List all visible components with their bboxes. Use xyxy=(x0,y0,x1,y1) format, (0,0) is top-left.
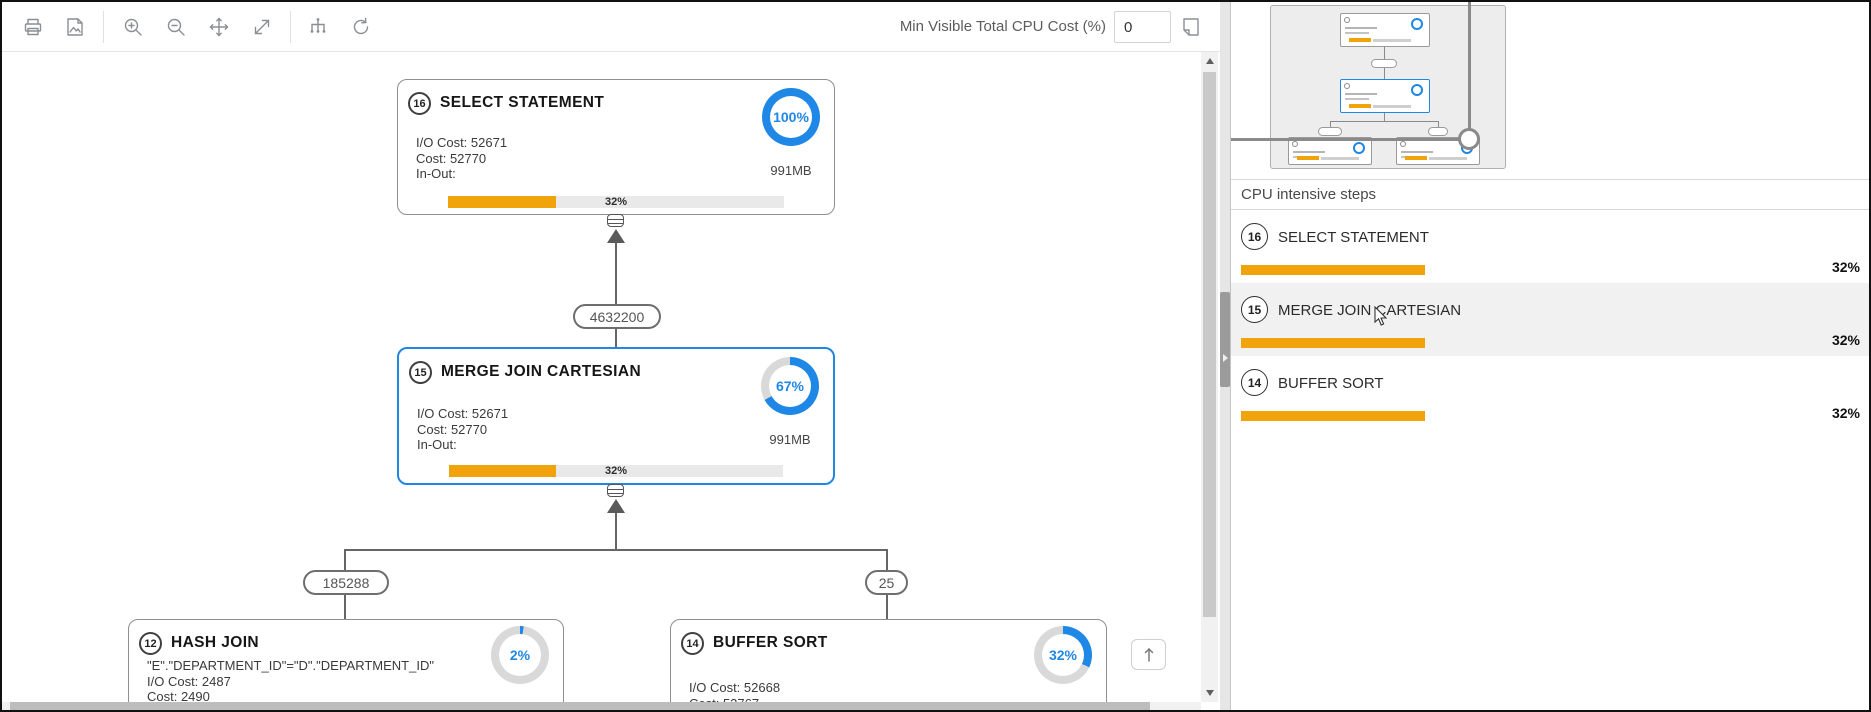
node-number-badge: 14 xyxy=(681,632,704,655)
step-cpu-percent: 32% xyxy=(1831,259,1860,275)
edge-cardinality-label: 25 xyxy=(865,570,908,595)
node-memory: 550B xyxy=(1034,701,1092,702)
step-label: BUFFER SORT xyxy=(1278,375,1384,392)
printer-icon[interactable] xyxy=(22,16,44,38)
minimap-viewport-edge xyxy=(1231,138,1471,141)
cpu-step-item[interactable]: 15 MERGE JOIN CARTESIAN 32% xyxy=(1231,283,1869,356)
inout-bar-label: 32% xyxy=(604,196,628,208)
step-number-badge: 15 xyxy=(1241,296,1268,323)
minimap-node xyxy=(1340,13,1430,47)
step-cpu-percent: 32% xyxy=(1831,332,1860,348)
cpu-ring-value: 100% xyxy=(770,96,812,138)
node-memory: 26MB xyxy=(491,701,549,702)
step-label: MERGE JOIN CARTESIAN xyxy=(1278,302,1462,319)
cpu-ring-value: 2% xyxy=(499,634,541,676)
node-number-badge: 15 xyxy=(409,361,432,384)
edge-line xyxy=(886,595,888,619)
scrollbar-thumb[interactable] xyxy=(10,702,1150,710)
panel-splitter[interactable] xyxy=(1220,2,1230,710)
edge-branch-line xyxy=(345,549,887,551)
minimap-viewport-edge xyxy=(1468,2,1471,140)
step-label: SELECT STATEMENT xyxy=(1278,229,1429,246)
edge-line xyxy=(615,329,617,347)
right-panel: CPU intensive steps 16 SELECT STATEMENT … xyxy=(1230,2,1869,710)
plan-node-select-statement[interactable]: 16 SELECT STATEMENT 100% 991MB I/O Cost:… xyxy=(397,79,835,215)
expand-icon[interactable] xyxy=(251,16,273,38)
step-cpu-bar xyxy=(1241,265,1425,275)
cpu-step-item[interactable]: 16 SELECT STATEMENT 32% xyxy=(1231,210,1869,283)
cpu-step-item[interactable]: 14 BUFFER SORT 32% xyxy=(1231,356,1869,429)
collapse-children-glyph[interactable] xyxy=(607,484,624,497)
node-memory: 991MB xyxy=(769,432,811,447)
edge-line xyxy=(615,513,617,550)
up-arrow-icon xyxy=(1144,647,1153,662)
cpu-ring-value: 32% xyxy=(1042,634,1084,676)
node-title: MERGE JOIN CARTESIAN xyxy=(441,363,642,380)
step-number-badge: 14 xyxy=(1241,369,1268,396)
cpu-ring: 67% xyxy=(761,357,819,415)
edge-cardinality-label: 185288 xyxy=(303,570,389,595)
scroll-to-top-button[interactable] xyxy=(1131,639,1166,670)
cpu-ring: 100% xyxy=(762,88,820,146)
cpu-steps-header: CPU intensive steps xyxy=(1231,179,1869,210)
edge-line xyxy=(344,549,346,570)
edge-line xyxy=(344,595,346,619)
canvas-horizontal-scrollbar[interactable] xyxy=(2,702,1201,710)
canvas-vertical-scrollbar[interactable] xyxy=(1201,52,1218,702)
cpu-ring: 2% xyxy=(491,626,549,684)
inout-bar: 32% xyxy=(448,196,784,208)
toolbar-separator xyxy=(103,11,104,43)
node-details: I/O Cost: 52668 Cost: 52767 xyxy=(689,680,781,702)
export-image-icon[interactable] xyxy=(64,16,86,38)
node-number-badge: 16 xyxy=(408,92,431,115)
minimap-node xyxy=(1288,137,1372,165)
node-title: BUFFER SORT xyxy=(713,634,828,651)
step-cpu-bar xyxy=(1241,338,1425,348)
hierarchy-icon[interactable] xyxy=(307,16,329,38)
scrollbar-thumb[interactable] xyxy=(1203,72,1216,617)
step-cpu-percent: 32% xyxy=(1831,405,1860,421)
edge-arrowhead xyxy=(607,229,625,243)
plan-diagram-canvas[interactable]: 16 SELECT STATEMENT 100% 991MB I/O Cost:… xyxy=(2,52,1201,702)
node-title: HASH JOIN xyxy=(171,634,260,651)
minimap-viewport-handle[interactable] xyxy=(1458,128,1480,150)
min-cpu-input[interactable] xyxy=(1114,11,1171,43)
plan-node-hash-join[interactable]: 12 HASH JOIN 2% 26MB "E"."DEPARTMENT_ID"… xyxy=(128,619,564,702)
inout-bar-fill xyxy=(448,196,556,208)
plan-node-buffer-sort[interactable]: 14 BUFFER SORT 32% 550B I/O Cost: 52668 … xyxy=(670,619,1107,702)
inout-bar-label: 32% xyxy=(604,465,628,477)
collapse-children-glyph[interactable] xyxy=(607,214,624,227)
note-icon[interactable] xyxy=(1180,16,1202,38)
mouse-cursor xyxy=(1374,305,1390,328)
edge-arrowhead xyxy=(607,499,625,513)
node-details: "E"."DEPARTMENT_ID"="D"."DEPARTMENT_ID" … xyxy=(147,658,434,702)
plan-node-merge-join-cartesian[interactable]: 15 MERGE JOIN CARTESIAN 67% 991MB I/O Co… xyxy=(397,347,835,485)
edge-line xyxy=(886,549,888,570)
edge-line xyxy=(615,243,617,304)
cpu-ring-value: 67% xyxy=(769,365,811,407)
node-number-badge: 12 xyxy=(139,632,162,655)
zoom-out-icon[interactable] xyxy=(165,16,187,38)
min-cpu-label: Min Visible Total CPU Cost (%) xyxy=(899,18,1106,35)
minimap[interactable] xyxy=(1231,2,1869,177)
edge-cardinality-label: 4632200 xyxy=(573,304,661,329)
minimap-node-selected xyxy=(1340,79,1430,113)
node-details: I/O Cost: 52671 Cost: 52770 In-Out: xyxy=(416,135,508,181)
node-memory: 991MB xyxy=(770,163,812,178)
scrollbar-down-arrow[interactable] xyxy=(1206,690,1214,696)
pan-icon[interactable] xyxy=(208,16,230,38)
refresh-icon[interactable] xyxy=(350,16,372,38)
inout-bar-fill xyxy=(449,465,556,477)
node-details: I/O Cost: 52671 Cost: 52770 In-Out: xyxy=(417,406,509,452)
cpu-ring: 32% xyxy=(1034,626,1092,684)
zoom-in-icon[interactable] xyxy=(122,16,144,38)
inout-bar: 32% xyxy=(449,465,783,477)
toolbar: Min Visible Total CPU Cost (%) xyxy=(2,2,1220,52)
splitter-collapse-handle[interactable] xyxy=(1220,292,1230,387)
step-number-badge: 16 xyxy=(1241,223,1268,250)
step-cpu-bar xyxy=(1241,411,1425,421)
toolbar-separator xyxy=(290,11,291,43)
node-title: SELECT STATEMENT xyxy=(440,94,605,111)
scrollbar-up-arrow[interactable] xyxy=(1206,58,1214,64)
